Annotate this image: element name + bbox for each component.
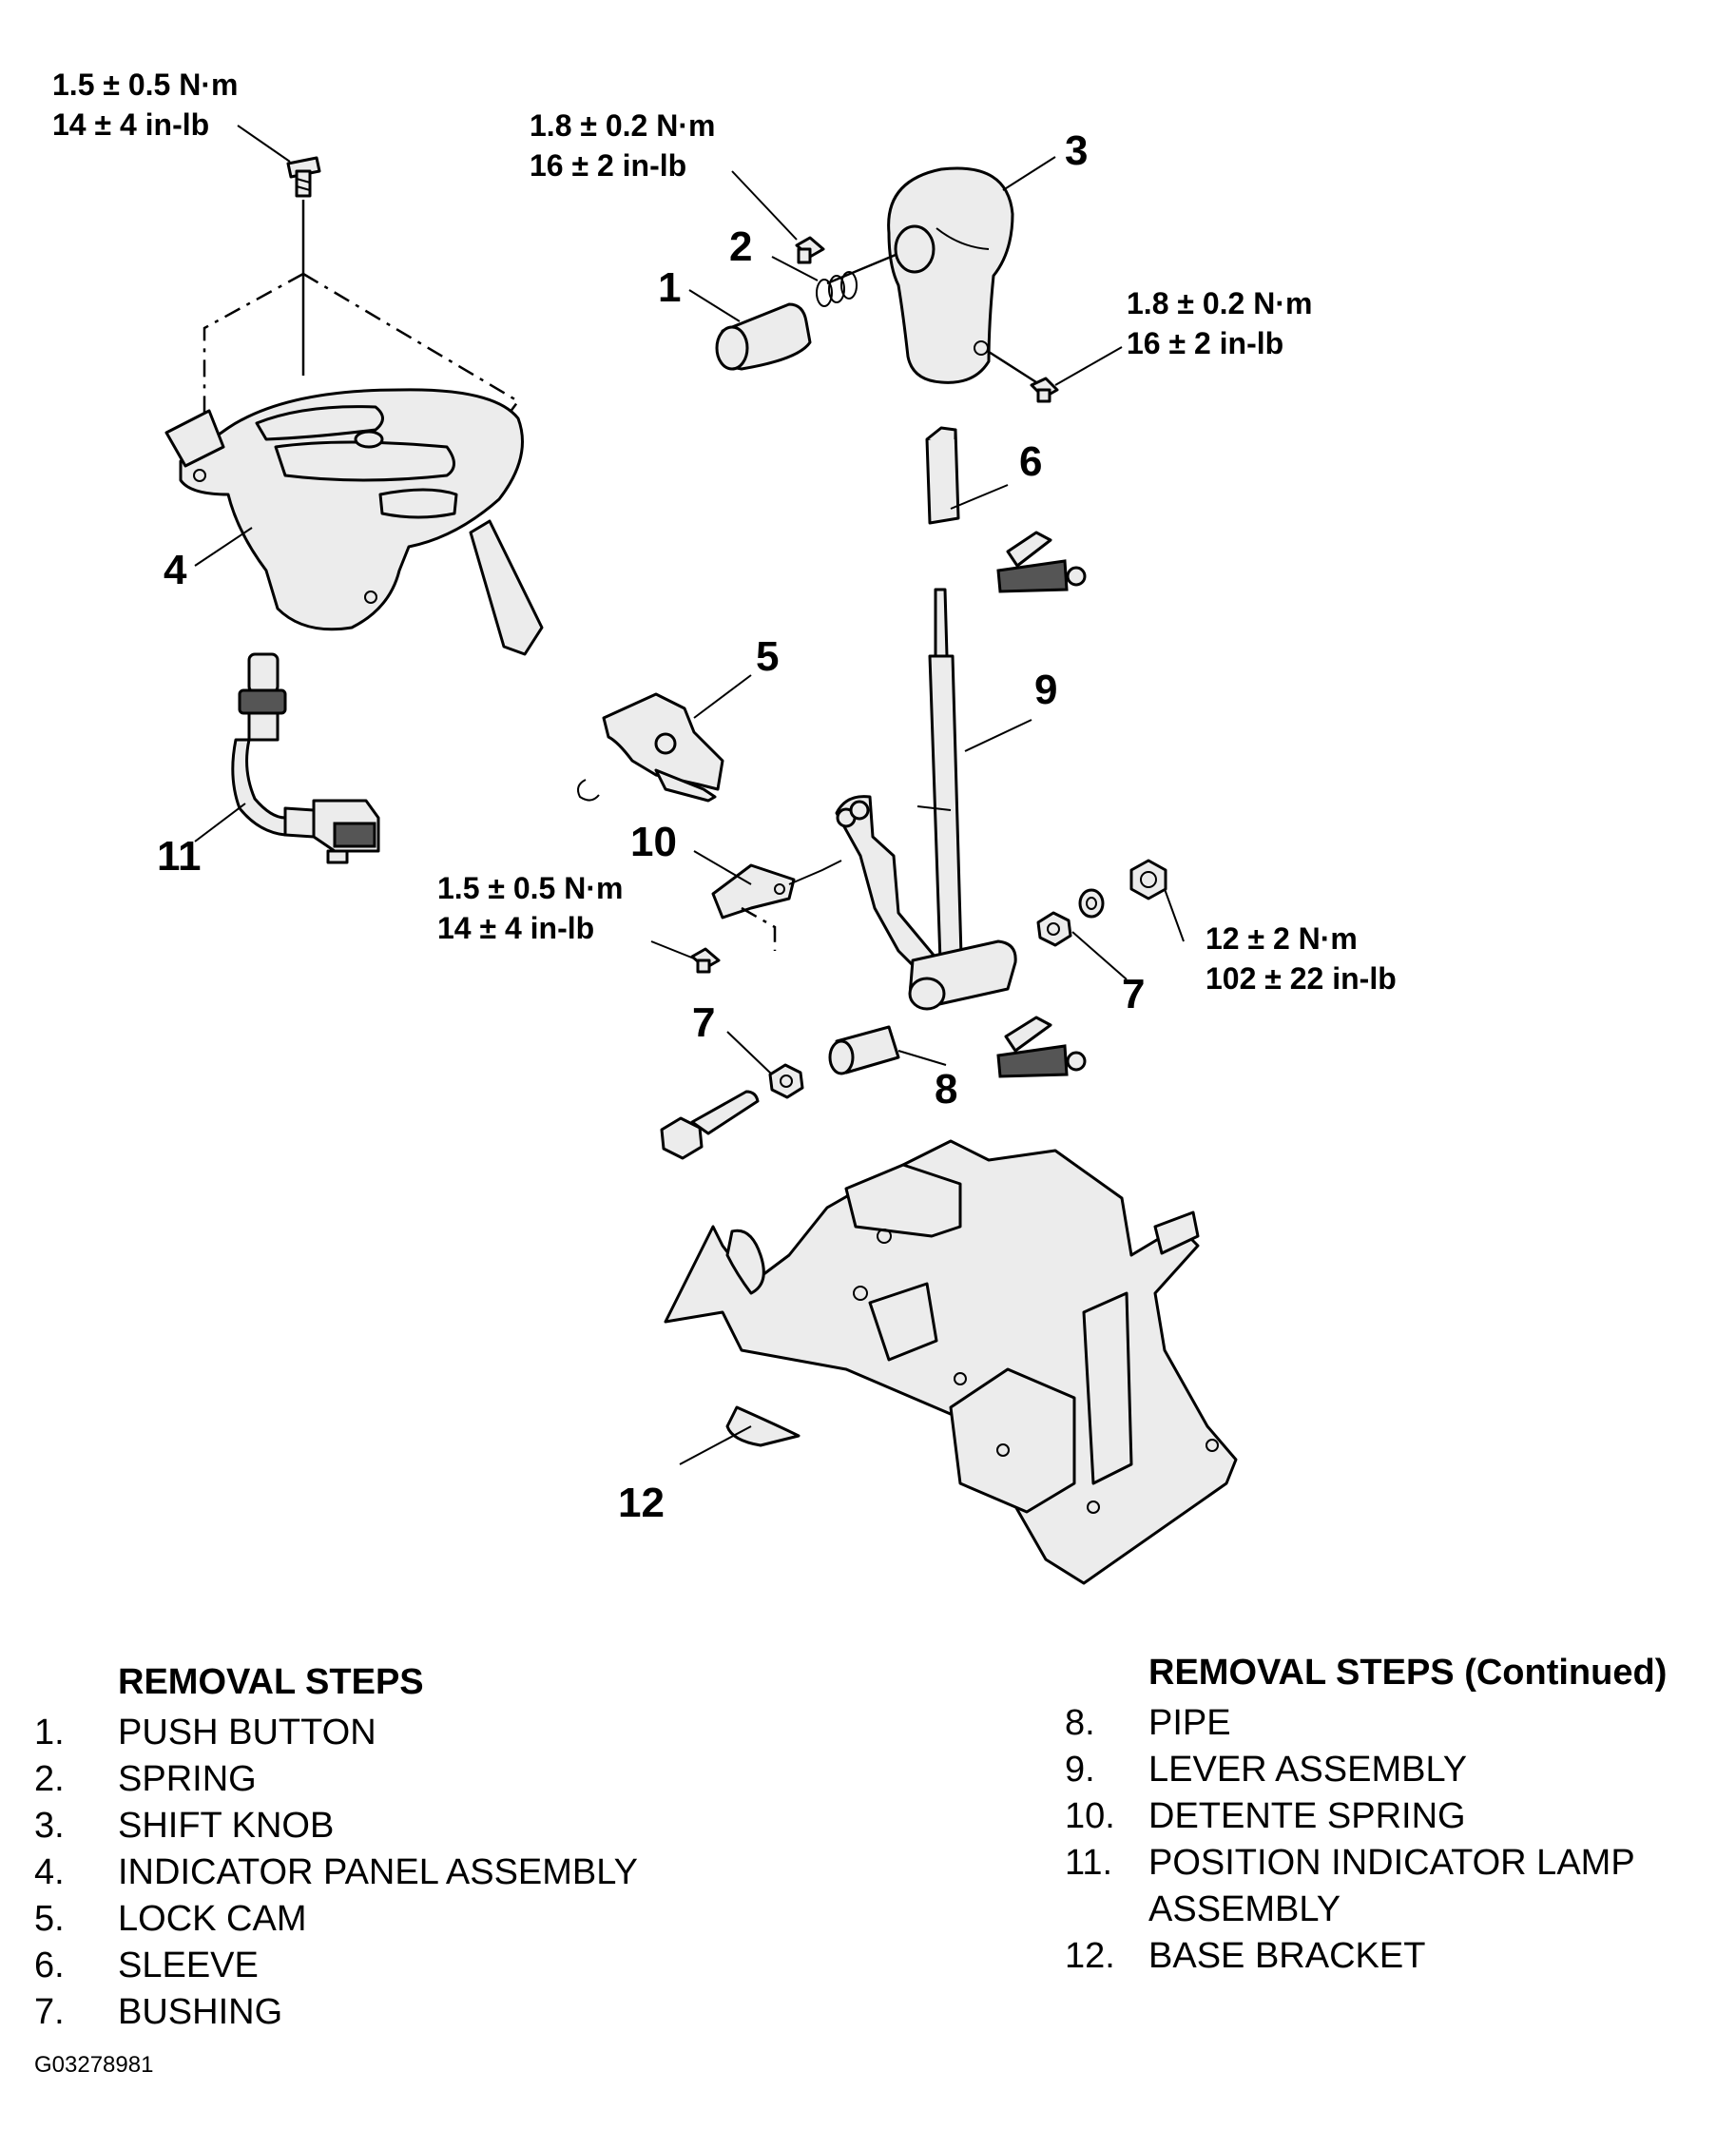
torque-lever-nut-inlb: 102 ± 22 in-lb bbox=[1206, 961, 1397, 996]
step-name: PIPE bbox=[1148, 1703, 1231, 1743]
bushing-left bbox=[768, 1063, 804, 1099]
step-name: ASSEMBLY bbox=[1148, 1889, 1341, 1929]
step-name: LOCK CAM bbox=[118, 1899, 307, 1939]
removal-steps-continued-heading: REMOVAL STEPS (Continued) bbox=[1148, 1653, 1668, 1693]
callout-8: 8 bbox=[935, 1066, 957, 1113]
exploded-view-diagram: 1.5 ± 0.5 N·m 14 ± 4 in-lb 1.8 ± 0.2 N·m… bbox=[52, 68, 1397, 1585]
step-number: 4. bbox=[34, 1852, 65, 1892]
torque-panel-screw-nm: 1.5 ± 0.5 N·m bbox=[52, 68, 238, 102]
torque-knob-upper-inlb: 16 ± 2 in-lb bbox=[530, 148, 686, 183]
callout-7-right: 7 bbox=[1122, 971, 1145, 1017]
callout-7-left: 7 bbox=[692, 999, 715, 1046]
bushing-right bbox=[1036, 911, 1072, 947]
callout-5: 5 bbox=[756, 633, 779, 680]
list-item: 4. INDICATOR PANEL ASSEMBLY bbox=[34, 1849, 757, 1896]
list-item: 9. LEVER ASSEMBLY bbox=[1065, 1747, 1730, 1793]
list-item: ASSEMBLY bbox=[1065, 1887, 1730, 1933]
list-item: 6. SLEEVE bbox=[34, 1943, 757, 1989]
shift-knob bbox=[826, 166, 1014, 384]
list-item: 3. SHIFT KNOB bbox=[34, 1803, 757, 1849]
step-number: 8. bbox=[1065, 1703, 1095, 1743]
removal-steps-heading: REMOVAL STEPS bbox=[118, 1662, 424, 1702]
torque-lever-nut-nm: 12 ± 2 N·m bbox=[1206, 921, 1358, 956]
step-name: SLEEVE bbox=[118, 1946, 259, 1985]
knob-screw-upper bbox=[795, 236, 825, 264]
callout-2: 2 bbox=[729, 223, 752, 270]
indicator-panel-screw bbox=[286, 156, 321, 198]
step-number: 2. bbox=[34, 1759, 65, 1799]
list-item: 2. SPRING bbox=[34, 1756, 757, 1803]
step-number: 7. bbox=[34, 1992, 65, 2032]
e-clip bbox=[577, 779, 600, 802]
torque-panel-screw-inlb: 14 ± 4 in-lb bbox=[52, 107, 209, 142]
list-item: 5. LOCK CAM bbox=[34, 1896, 757, 1943]
callout-9: 9 bbox=[1034, 667, 1057, 713]
step-number: 1. bbox=[34, 1713, 65, 1752]
list-item: 8. PIPE bbox=[1065, 1700, 1730, 1747]
grease-tube-upper bbox=[996, 531, 1087, 593]
callout-12: 12 bbox=[618, 1480, 665, 1526]
spring bbox=[816, 271, 858, 307]
step-name: BASE BRACKET bbox=[1148, 1936, 1426, 1976]
detente-spring bbox=[711, 860, 842, 951]
step-name: SHIFT KNOB bbox=[118, 1806, 335, 1846]
figure-code: G03278981 bbox=[34, 2052, 154, 2078]
step-number: 11. bbox=[1065, 1843, 1113, 1883]
callout-3: 3 bbox=[1065, 127, 1088, 174]
step-name: PUSH BUTTON bbox=[118, 1713, 376, 1752]
indicator-panel-assembly bbox=[164, 156, 544, 656]
list-item: 7. BUSHING bbox=[34, 1989, 757, 2036]
step-number: 9. bbox=[1065, 1750, 1095, 1790]
pipe bbox=[828, 1025, 900, 1075]
step-number: 3. bbox=[34, 1806, 65, 1846]
lock-cam bbox=[602, 692, 724, 803]
callout-10: 10 bbox=[630, 819, 677, 865]
step-name: DETENTE SPRING bbox=[1148, 1796, 1466, 1836]
knob-screw-side bbox=[988, 350, 1059, 403]
list-item: 12. BASE BRACKET bbox=[1065, 1933, 1730, 1980]
callout-1: 1 bbox=[658, 264, 681, 311]
step-number: 10. bbox=[1065, 1796, 1115, 1836]
step-number bbox=[1065, 1887, 1148, 1933]
lever-assembly bbox=[835, 588, 1017, 1011]
leader-lines bbox=[194, 125, 1185, 1465]
step-name: LEVER ASSEMBLY bbox=[1148, 1750, 1468, 1790]
position-indicator-lamp-assembly bbox=[231, 652, 380, 864]
torque-detent-screw-nm: 1.5 ± 0.5 N·m bbox=[437, 871, 623, 905]
step-name: INDICATOR PANEL ASSEMBLY bbox=[118, 1852, 638, 1892]
step-number: 6. bbox=[34, 1946, 65, 1985]
push-button bbox=[715, 302, 812, 371]
list-item: 10. DETENTE SPRING bbox=[1065, 1793, 1730, 1840]
torque-knob-side-inlb: 16 ± 2 in-lb bbox=[1127, 326, 1283, 360]
list-item: 1. PUSH BUTTON bbox=[34, 1710, 757, 1756]
grease-tube-lower bbox=[996, 1016, 1087, 1078]
torque-knob-side-nm: 1.8 ± 0.2 N·m bbox=[1127, 286, 1312, 320]
washer bbox=[1078, 888, 1105, 919]
pivot-bolt bbox=[660, 1090, 760, 1160]
step-name: SPRING bbox=[118, 1759, 257, 1799]
removal-steps-continued-list: REMOVAL STEPS (Continued) 8. PIPE 9. LEVER… bbox=[1065, 1650, 1730, 1980]
list-item: 11. POSITION INDICATOR LAMP bbox=[1065, 1840, 1730, 1887]
step-name: BUSHING bbox=[118, 1992, 283, 2032]
base-bracket bbox=[664, 1139, 1238, 1585]
callout-4: 4 bbox=[164, 547, 187, 593]
step-name: POSITION INDICATOR LAMP bbox=[1148, 1843, 1635, 1883]
step-number: 5. bbox=[34, 1899, 65, 1939]
lever-nut bbox=[1129, 859, 1167, 900]
callout-6: 6 bbox=[1019, 438, 1042, 485]
sleeve bbox=[925, 426, 960, 525]
detent-spring-screw bbox=[690, 947, 721, 974]
callout-11: 11 bbox=[157, 833, 202, 880]
torque-detent-screw-inlb: 14 ± 4 in-lb bbox=[437, 911, 594, 945]
torque-knob-upper-nm: 1.8 ± 0.2 N·m bbox=[530, 108, 715, 143]
step-number: 12. bbox=[1065, 1936, 1115, 1976]
removal-steps-list: REMOVAL STEPS 1. PUSH BUTTON 2. SPRING 3. S… bbox=[34, 1659, 757, 2036]
